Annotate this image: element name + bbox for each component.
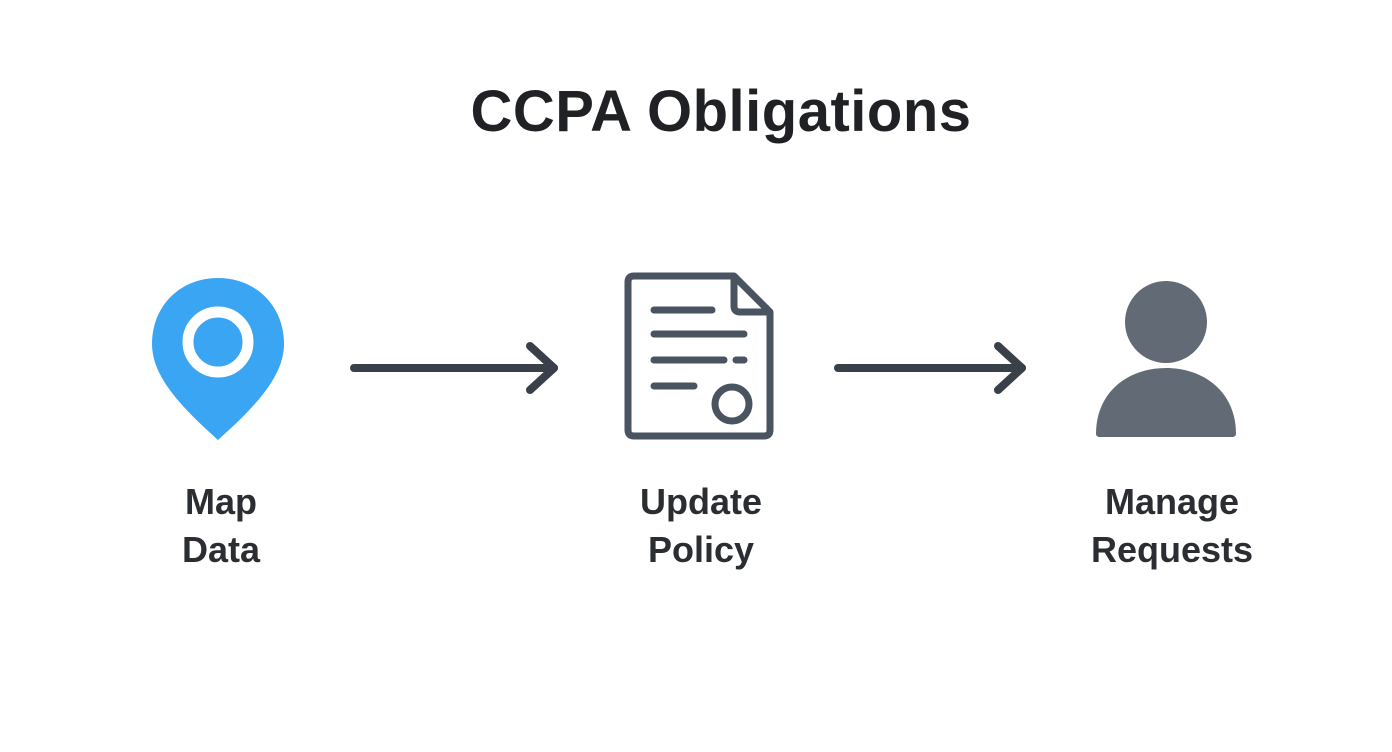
step-label-line: Requests [1090,529,1254,570]
step-label-line: Map [185,481,257,522]
step-label-line: Update [639,481,762,522]
step-label-line: Data [181,529,261,570]
arrow-right-icon [832,338,1032,398]
arrow-right-icon [348,338,564,398]
person-icon [1090,280,1242,440]
step-label-line: Policy [647,529,755,570]
diagram-title: CCPA Obligations [470,79,972,144]
step-label-manage-requests: Manage Requests [1042,478,1302,574]
step-label-map-data: Map Data [91,478,351,574]
step-label-line: Manage [1104,481,1240,522]
step-label-update-policy: Update Policy [571,478,831,574]
location-pin-icon [150,276,286,442]
policy-document-icon [624,270,776,442]
